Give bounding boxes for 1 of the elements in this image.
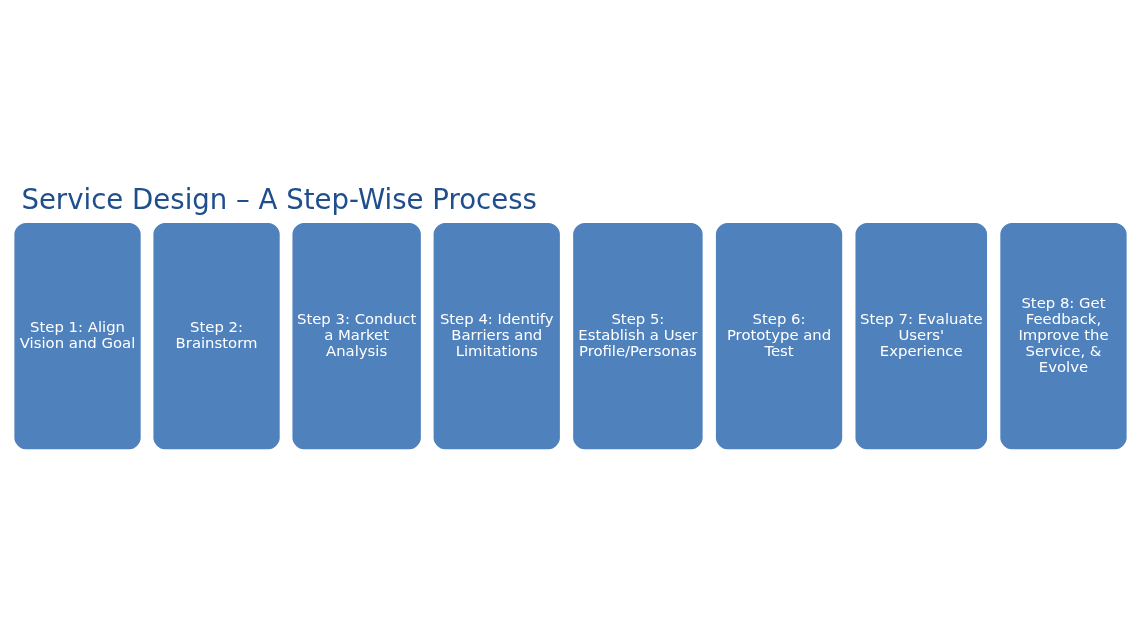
- diagram-title: Service Design – A Step-Wise Process: [21, 182, 537, 216]
